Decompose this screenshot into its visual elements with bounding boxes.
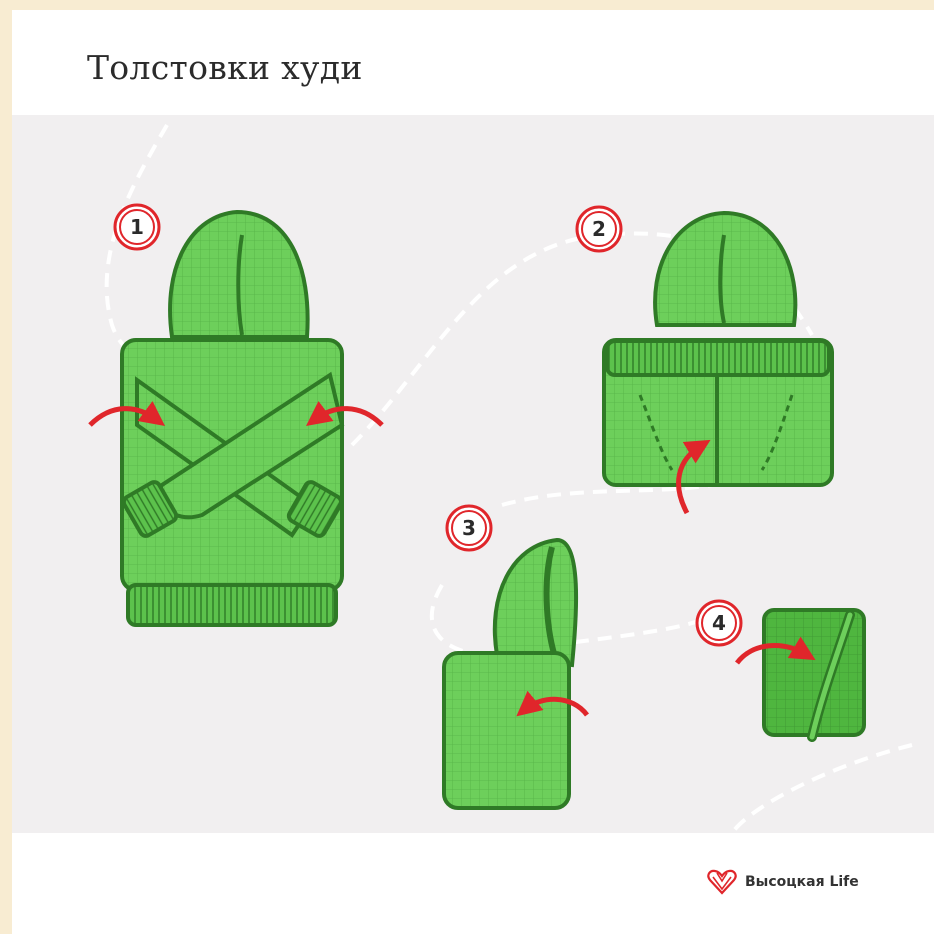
step-2-number: 2 (592, 217, 606, 241)
step-3-hoodie (444, 540, 587, 808)
step-4-number: 4 (712, 611, 726, 635)
step-2-hoodie (604, 213, 832, 513)
brand-logo: Высоцкая Life (707, 862, 859, 902)
step-3-number: 3 (462, 516, 476, 540)
step-1-badge: 1 (115, 205, 159, 249)
heart-logo-icon (707, 869, 737, 895)
folding-illustration: 1 2 3 (12, 115, 934, 833)
step-4-badge: 4 (697, 601, 741, 645)
step-2-badge: 2 (577, 207, 621, 251)
brand-name: Высоцкая Life (745, 874, 859, 890)
instruction-card: Толстовки худи (12, 10, 934, 934)
step-1-number: 1 (130, 215, 144, 239)
step-3-badge: 3 (447, 506, 491, 550)
page-title: Толстовки худи (87, 48, 363, 87)
step-4-hoodie (737, 610, 864, 737)
step-1-hoodie (90, 212, 382, 625)
